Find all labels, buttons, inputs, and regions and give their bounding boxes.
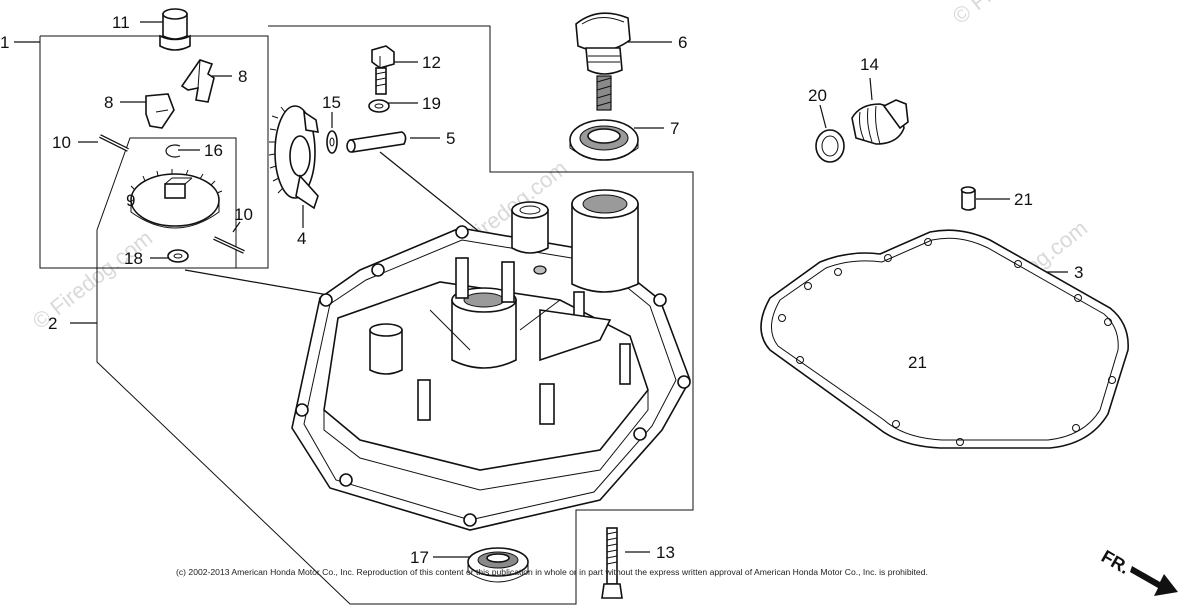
part-7-seal [569,119,639,161]
assembly-box-2 [96,25,694,605]
part-15-washer [326,130,338,154]
part-3-gasket [760,229,1129,449]
part-11-cap [159,8,191,51]
callout-10-upper: 10 [52,133,71,152]
part-20-gasket [815,129,845,163]
part-8-clip-upper [180,59,215,103]
part-12-bolt [371,45,395,95]
callout-9: 9 [126,191,135,210]
part-6-dipstick [575,12,631,111]
callout-13: 13 [656,543,675,562]
callout-20: 20 [808,86,827,105]
callout-17: 17 [410,548,429,567]
watermark: © Firedog.com [948,0,1077,29]
copyright-notice: (c) 2002-2013 American Honda Motor Co., … [176,567,928,577]
callout-11: 11 [112,13,130,32]
callout-7: 7 [670,119,679,138]
callout-4: 4 [297,229,306,248]
callout-18: 18 [124,249,143,268]
callout-21-upper: 21 [1014,190,1033,209]
direction-marker: FR. [1098,546,1178,596]
callout-8-upper: 8 [238,67,247,86]
part-8-clip-lower [145,93,175,129]
direction-marker-label: FR. [1098,546,1133,578]
callout-19: 19 [422,94,441,113]
part-17-oil-seal [467,547,529,583]
part-2-crankcase [291,189,691,531]
callout-2: 2 [48,314,57,333]
assembly-box-1 [39,35,269,269]
callout-10-lower: 10 [234,205,253,224]
callout-3: 3 [1074,263,1083,282]
part-4-balancer [268,105,319,210]
part-19-washer [368,99,390,113]
part-13-stud [601,527,623,599]
callout-5: 5 [446,129,455,148]
callout-15: 15 [322,93,341,112]
callout-21-lower: 21 [908,353,927,372]
part-14-plug [851,99,909,145]
part-10-pin-upper [99,134,129,152]
callout-16: 16 [204,141,223,160]
arrow-icon [1130,566,1178,596]
callout-labels: 1 2 3 4 5 6 7 8 8 9 10 10 11 12 13 14 15… [0,13,1083,567]
part-9-gear [130,169,223,229]
callout-1: 1 [0,33,9,52]
part-16-ring [165,144,181,158]
part-10-pin-lower [213,236,245,254]
part-18-washer [167,249,189,263]
callout-6: 6 [678,33,687,52]
callout-14: 14 [860,55,879,74]
callout-12: 12 [422,53,441,72]
part-21-dowel-upper [960,186,976,211]
part-5-shaft [346,131,407,153]
callout-8-lower: 8 [104,93,113,112]
